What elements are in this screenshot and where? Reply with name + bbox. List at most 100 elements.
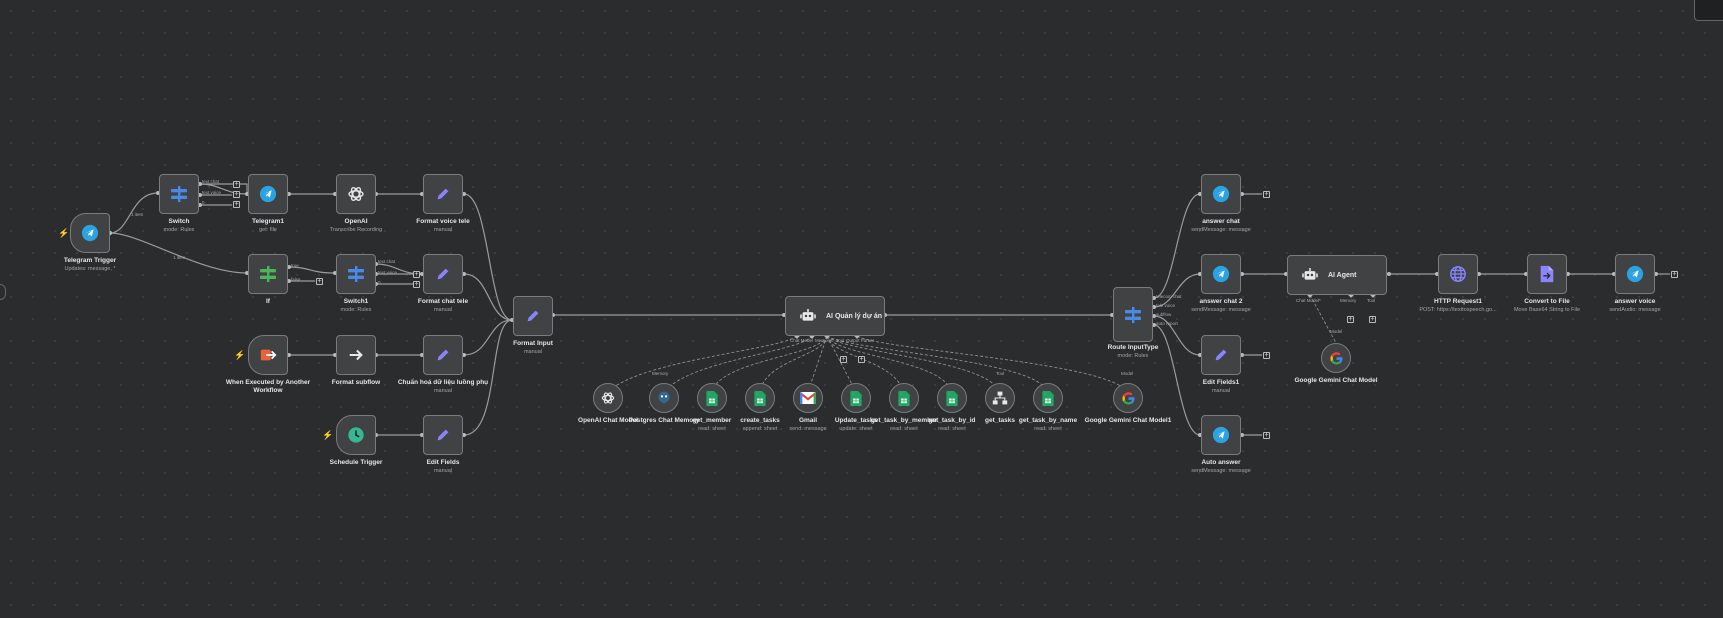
subnode-gmail[interactable] [793, 383, 823, 413]
node-schedule-trigger[interactable] [336, 415, 376, 455]
add-node-button[interactable]: + [1263, 191, 1270, 198]
dashed-wire [826, 335, 1000, 393]
dashed-wire [663, 335, 813, 393]
node-convert-to-file[interactable] [1527, 254, 1567, 294]
label-when-executed: When Executed by Another Workflow [225, 379, 311, 394]
node-answer-chat-2[interactable] [1201, 254, 1241, 294]
add-node-button[interactable]: + [1263, 352, 1270, 359]
edge-label: 1 item [173, 255, 186, 260]
wire [463, 319, 513, 356]
edge-label: text voice [378, 270, 398, 275]
add-tool-button[interactable]: + [1369, 316, 1376, 323]
google-sheets-icon [946, 390, 958, 406]
add-node-button[interactable]: + [316, 278, 323, 285]
node-http-request1[interactable] [1438, 254, 1478, 294]
add-tool-button[interactable]: + [840, 356, 847, 363]
panel-toggle-button[interactable] [1694, 0, 1723, 21]
add-parser-button[interactable]: + [858, 356, 865, 363]
node-switch1[interactable] [336, 254, 376, 294]
node-format-voice-tele[interactable] [423, 174, 463, 214]
node-edit-fields[interactable] [423, 415, 463, 455]
dashed-wire [607, 335, 798, 393]
node-openai[interactable] [336, 174, 376, 214]
edge-label: 0 [202, 200, 205, 205]
pencil-icon [437, 188, 449, 200]
subnode-google-gemini-chat-model1[interactable] [1113, 383, 1143, 413]
pencil-icon [1215, 349, 1227, 361]
subnode-get-task-by-name[interactable] [1033, 383, 1063, 413]
label-ai-quan-ly: AI Quản lý dự án [826, 312, 883, 320]
add-node-button[interactable]: + [1263, 432, 1270, 439]
gmail-icon [800, 392, 816, 404]
execute-workflow-icon [260, 349, 277, 361]
add-node-button[interactable]: + [233, 181, 240, 188]
openai-icon [601, 392, 615, 404]
node-when-executed[interactable] [248, 335, 288, 375]
node-answer-voice[interactable] [1615, 254, 1655, 294]
subnode-openai-chat-model[interactable] [593, 383, 623, 413]
switch-icon [1125, 306, 1141, 323]
node-format-chat-tele[interactable] [423, 254, 463, 294]
wire [463, 193, 513, 321]
label-schedule-trigger: Schedule Trigger [329, 459, 383, 466]
node-auto-answer[interactable] [1201, 415, 1241, 455]
node-telegram-trigger[interactable] [70, 213, 110, 253]
subnode-get-tasks[interactable] [985, 383, 1015, 413]
label-google-gemini-chat-model: Google Gemini Chat Model [1294, 377, 1378, 384]
subnode-create-tasks[interactable] [745, 383, 775, 413]
edge-label: text chat [378, 259, 396, 264]
robot-icon [1302, 268, 1318, 280]
wire [1153, 273, 1201, 308]
node-ai-quan-ly-du-an[interactable]: AI Quản lý dự án [785, 296, 885, 336]
telegram-icon [1212, 426, 1230, 444]
dashed-wire [711, 335, 828, 393]
wire [109, 232, 248, 274]
add-memory-button[interactable]: + [1347, 316, 1354, 323]
node-route-inputtype[interactable] [1113, 287, 1153, 342]
port-label: Tool [836, 338, 845, 343]
subnode-get-task-by-member[interactable] [889, 383, 919, 413]
label-postgres-chat-memory: Postgres Chat Memory [628, 417, 700, 424]
label-if: If [266, 298, 270, 305]
add-node-button[interactable]: + [413, 281, 420, 288]
label-openai-chat-model: OpenAI Chat Model [578, 417, 638, 424]
node-format-input[interactable] [513, 296, 553, 336]
subnode-update-tasks[interactable] [841, 383, 871, 413]
network-icon [992, 391, 1008, 405]
google-sheets-icon [706, 390, 718, 406]
globe-icon [1450, 266, 1466, 282]
add-node-button[interactable]: + [413, 271, 420, 278]
node-edit-fields1[interactable] [1201, 335, 1241, 375]
subnode-get-member[interactable] [697, 383, 727, 413]
node-answer-chat[interactable] [1201, 174, 1241, 214]
add-node-button[interactable]: + [1671, 271, 1678, 278]
subnode-google-gemini-chat-model[interactable] [1321, 343, 1351, 373]
dashed-wire [1309, 294, 1337, 344]
port-tag: Model [1121, 371, 1134, 376]
node-switch[interactable] [159, 174, 199, 214]
pencil-icon [437, 349, 449, 361]
node-if[interactable] [248, 254, 288, 294]
postgres-icon [658, 391, 670, 404]
subnode-postgres-chat-memory[interactable] [649, 383, 679, 413]
pencil-icon [527, 310, 539, 322]
dashed-wire [759, 335, 828, 393]
node-telegram1[interactable] [248, 174, 288, 214]
add-node-button[interactable]: + [233, 201, 240, 208]
label-google-gemini-chat-model1: Google Gemini Chat Model1 [1084, 417, 1172, 424]
wire [463, 273, 513, 321]
node-format-subflow[interactable] [336, 335, 376, 375]
label-ai-agent: AI Agent [1328, 271, 1357, 279]
pencil-icon [437, 429, 449, 441]
node-chuan-hoa[interactable] [423, 335, 463, 375]
subnode-get-task-by-id[interactable] [937, 383, 967, 413]
node-ai-agent[interactable]: AI Agent [1287, 255, 1387, 295]
add-node-button[interactable]: + [233, 191, 240, 198]
